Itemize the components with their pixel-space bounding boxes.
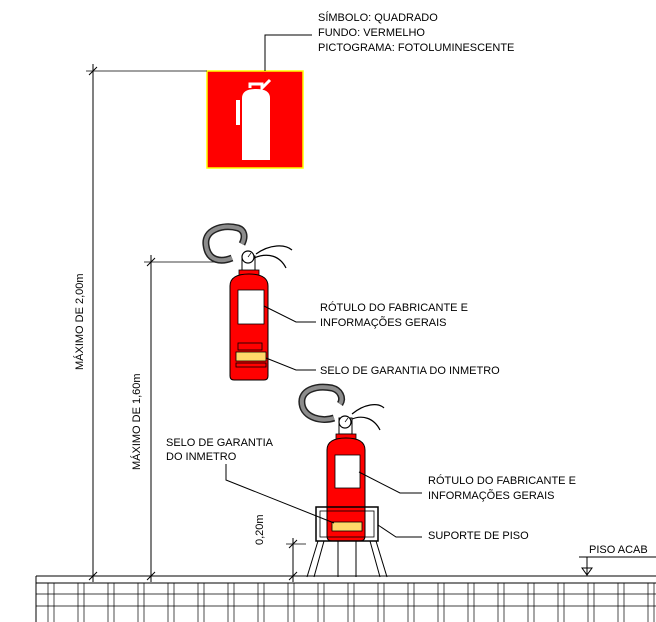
sign-pictogram-text: PICTOGRAMA: FOTOLUMINESCENTE — [318, 42, 514, 54]
floor-extinguisher — [298, 383, 385, 542]
floor-stand — [306, 506, 388, 578]
sign-background-text: FUNDO: VERMELHO — [318, 27, 425, 39]
wall-seal-leader — [265, 357, 316, 371]
stand-leader — [377, 524, 422, 538]
floor-seal-line1: SELO DE GARANTIA — [166, 437, 274, 449]
wall-label-line1: RÓTULO DO FABRICANTE E — [320, 301, 468, 314]
floor-slab — [35, 575, 656, 622]
floor-label-line1: RÓTULO DO FABRICANTE E — [428, 474, 576, 487]
floor-level-label: PISO ACAB — [589, 544, 648, 556]
floor-seal-leader — [225, 464, 335, 524]
dimension-line-160 — [144, 255, 218, 582]
dimension-020: 0,20m — [254, 514, 266, 545]
wall-label-leader — [263, 305, 316, 323]
dimension-max-160: MÁXIMO DE 1,60m — [130, 373, 143, 470]
floor-level-marker — [579, 556, 656, 576]
floor-stand-label: SUPORTE DE PISO — [428, 530, 529, 542]
dimension-line-020 — [286, 538, 306, 582]
dimension-max-200: MÁXIMO DE 2,00m — [73, 273, 86, 370]
wall-extinguisher — [202, 223, 293, 381]
floor-label-line2: INFORMAÇÕES GERAIS — [428, 489, 555, 502]
fire-extinguisher-icon — [236, 78, 272, 160]
wall-label-line2: INFORMAÇÕES GERAIS — [320, 316, 447, 329]
floor-label-leader — [358, 471, 422, 494]
sign-symbol-text: SÍMBOLO: QUADRADO — [318, 11, 438, 24]
fire-extinguisher-sign — [206, 70, 304, 169]
wall-seal-label: SELO DE GARANTIA DO INMETRO — [320, 365, 500, 377]
sign-leader — [264, 34, 312, 71]
floor-seal-line2: DO INMETRO — [166, 451, 237, 463]
dimension-line-200 — [86, 64, 207, 582]
